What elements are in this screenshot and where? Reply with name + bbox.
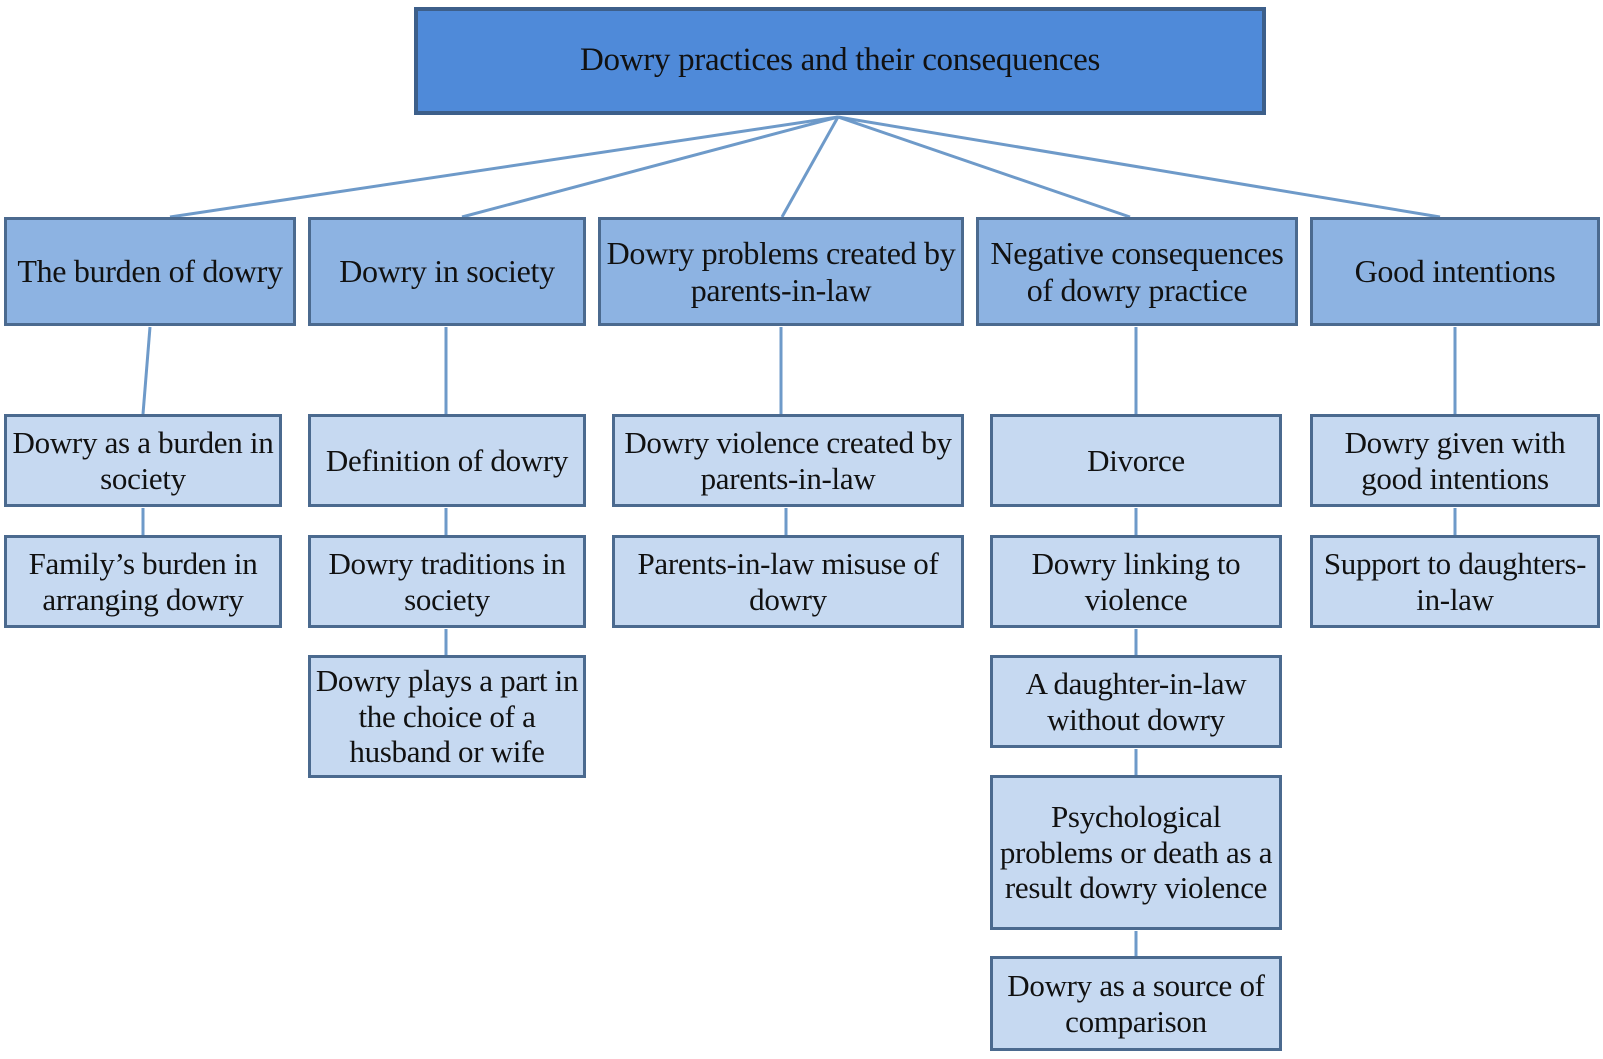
category-dowry-in-society: Dowry in society [308, 217, 586, 326]
item-label: Definition of dowry [325, 442, 569, 478]
category-label: Negative consequences of dowry practice [990, 234, 1284, 308]
category-label: The burden of dowry [17, 253, 283, 290]
category-burden-of-dowry: The burden of dowry [4, 217, 296, 326]
connector-line [169, 115, 839, 219]
item-label: Dowry as a burden in society [12, 424, 274, 496]
item-label: Dowry violence created by parents-in-law [624, 424, 952, 496]
item-label: Dowry given with good intentions [1344, 424, 1566, 496]
item-family-burden-arranging: Family’s burden in arranging dowry [4, 535, 282, 628]
item-label: Divorce [1087, 442, 1185, 478]
category-dowry-problems-parents-in-law: Dowry problems created by parents-in-law [598, 217, 964, 326]
category-label: Dowry in society [339, 253, 555, 290]
item-dowry-choice-of-spouse: Dowry plays a part in the choice of a hu… [308, 655, 586, 778]
item-dowry-traditions: Dowry traditions in society [308, 535, 586, 628]
item-daughter-in-law-without-dowry: A daughter-in-law without dowry [990, 655, 1282, 748]
connector-line [837, 115, 1131, 219]
item-label: Parents-in-law misuse of dowry [637, 545, 939, 617]
connector-line [780, 116, 840, 218]
category-good-intentions: Good intentions [1310, 217, 1600, 326]
item-label: Dowry as a source of comparison [1007, 967, 1265, 1039]
item-label: Dowry traditions in society [328, 545, 566, 617]
connector-line [141, 326, 152, 415]
item-dowry-burden-in-society: Dowry as a burden in society [4, 414, 282, 507]
item-support-daughters-in-law: Support to daughters-in-law [1310, 535, 1600, 628]
item-label: Support to daughters-in-law [1323, 545, 1587, 617]
item-dowry-source-of-comparison: Dowry as a source of comparison [990, 956, 1282, 1051]
item-label: Family’s burden in arranging dowry [28, 545, 258, 617]
item-dowry-good-intentions: Dowry given with good intentions [1310, 414, 1600, 507]
category-label: Good intentions [1354, 253, 1556, 290]
item-psychological-problems: Psychological problems or death as a res… [990, 775, 1282, 930]
connector-line [837, 115, 1441, 219]
category-negative-consequences: Negative consequences of dowry practice [976, 217, 1298, 326]
connector-line [461, 115, 839, 219]
item-dowry-linking-violence: Dowry linking to violence [990, 535, 1282, 628]
item-label: Dowry plays a part in the choice of a hu… [315, 663, 579, 770]
root-label: Dowry practices and their consequences [579, 42, 1101, 79]
category-label: Dowry problems created by parents-in-law [606, 234, 956, 308]
item-definition-of-dowry: Definition of dowry [308, 414, 586, 507]
item-label: A daughter-in-law without dowry [1025, 665, 1247, 737]
item-dowry-violence-parents-in-law: Dowry violence created by parents-in-law [612, 414, 964, 507]
item-divorce: Divorce [990, 414, 1282, 507]
item-parents-in-law-misuse: Parents-in-law misuse of dowry [612, 535, 964, 628]
root-node: Dowry practices and their consequences [414, 7, 1266, 115]
item-label: Psychological problems or death as a res… [999, 799, 1273, 906]
item-label: Dowry linking to violence [1031, 545, 1241, 617]
